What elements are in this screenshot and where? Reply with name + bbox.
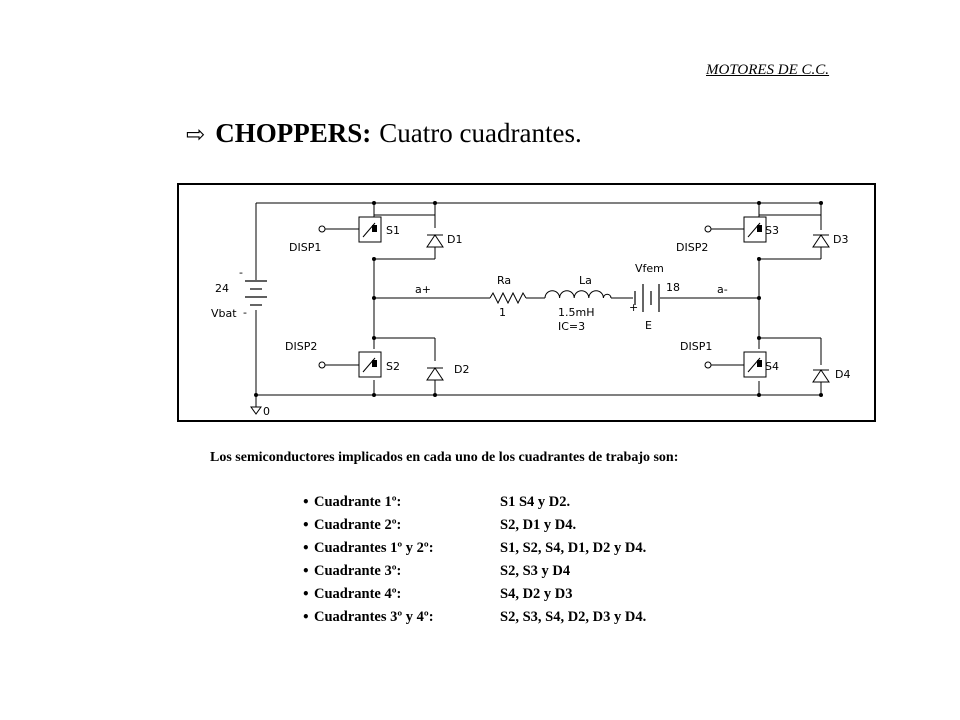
resistor-ra [489, 291, 527, 305]
list-item: • Cuadrantes 3º y 4º: S2, S3, S4, D2, D3 y… [302, 606, 646, 629]
ra-value-label: 1 [499, 306, 506, 319]
list-item: • Cuadrantes 1º y 2º: S1, S2, S4, D1, D2 y… [302, 537, 646, 560]
list-item: • Cuadrante 3º: S2, S3 y D4 [302, 560, 646, 583]
d3-label: D3 [833, 233, 848, 246]
arrow-right-icon: ⇨ [186, 122, 206, 148]
wires [255, 202, 822, 407]
vfem-name-label: Vfem [635, 262, 664, 275]
vfem-plus-label: + [629, 301, 638, 314]
ra-name-label: Ra [497, 274, 511, 287]
disp2-top-label: DISP2 [676, 241, 708, 254]
battery-voltage-label: 24 [215, 282, 229, 295]
bullet-icon: • [302, 587, 310, 601]
disp1-bottom-right-label: DISP1 [680, 340, 712, 353]
quadrant-list: • Cuadrante 1º: S1 S4 y D2. • Cuadrante 2º:… [302, 491, 646, 629]
quadrant-label: Cuadrantes 3º y 4º: [314, 609, 434, 625]
s4-label: S4 [765, 360, 779, 373]
quadrant-value: S1 S4 y D2. [500, 494, 571, 510]
node-a-plus-label: a+ [415, 283, 431, 296]
battery-minus-label: - [239, 266, 243, 279]
circuit-schematic: 24 - Vbat - 0 DISP1 DISP2 DISP2 DISP1 S1… [211, 201, 850, 418]
switch-pins [372, 225, 762, 367]
quadrant-label: Cuadrante 2º: [314, 517, 402, 533]
list-item: • Cuadrante 1º: S1 S4 y D2. [302, 491, 646, 514]
bullet-icon: • [302, 541, 310, 555]
diodes [426, 234, 830, 383]
switches [358, 216, 767, 378]
la-ic-label: IC=3 [558, 320, 585, 333]
quadrant-value: S2, S3 y D4 [500, 563, 571, 579]
intro-text: Los semiconductores implicados en cada u… [210, 450, 679, 465]
vfem-value-label: 18 [666, 281, 680, 294]
slide-title: ⇨ CHOPPERS:Cuatro cuadrantes. [186, 118, 582, 149]
bullet-icon: • [302, 610, 310, 624]
battery-minus-bottom: - [243, 306, 247, 319]
ground-symbol [250, 406, 262, 415]
title-main: CHOPPERS: [215, 118, 372, 148]
battery-symbol [245, 280, 267, 306]
list-item: • Cuadrante 4º: S4, D2 y D3 [302, 583, 646, 606]
s2-label: S2 [386, 360, 400, 373]
circuit-diagram: 24 - Vbat - 0 DISP1 DISP2 DISP2 DISP1 S1… [177, 183, 876, 422]
ground-label: 0 [263, 405, 270, 418]
bullet-icon: • [302, 495, 310, 509]
inductor-la [544, 290, 612, 299]
bullet-icon: • [302, 518, 310, 532]
battery-name-label: Vbat [211, 307, 237, 320]
node-a-minus-label: a- [717, 283, 728, 296]
la-name-label: La [579, 274, 592, 287]
junction-dots [254, 201, 823, 397]
d1-label: D1 [447, 233, 462, 246]
disp1-top-label: DISP1 [289, 241, 321, 254]
quadrant-label: Cuadrante 3º: [314, 563, 402, 579]
quadrant-value: S1, S2, S4, D1, D2 y D4. [500, 540, 647, 556]
d4-label: D4 [835, 368, 850, 381]
s1-label: S1 [386, 224, 400, 237]
drive-terminals [318, 225, 712, 369]
bullet-icon: • [302, 564, 310, 578]
quadrant-value: S2, D1 y D4. [500, 517, 577, 533]
quadrant-value: S4, D2 y D3 [500, 586, 573, 602]
quadrant-label: Cuadrantes 1º y 2º: [314, 540, 434, 556]
disp2-bottom-left-label: DISP2 [285, 340, 317, 353]
quadrant-label: Cuadrante 4º: [314, 586, 402, 602]
quadrant-label: Cuadrante 1º: [314, 494, 402, 510]
list-item: • Cuadrante 2º: S2, D1 y D4. [302, 514, 646, 537]
s3-label: S3 [765, 224, 779, 237]
title-sub: Cuatro cuadrantes. [379, 118, 582, 148]
d2-label: D2 [454, 363, 469, 376]
la-value-label: 1.5mH [558, 306, 594, 319]
emf-source-symbol [634, 284, 660, 312]
quadrant-value: S2, S3, S4, D2, D3 y D4. [500, 609, 647, 625]
vfem-e-label: E [645, 319, 652, 332]
section-header: MOTORES DE C.C. [706, 62, 830, 78]
